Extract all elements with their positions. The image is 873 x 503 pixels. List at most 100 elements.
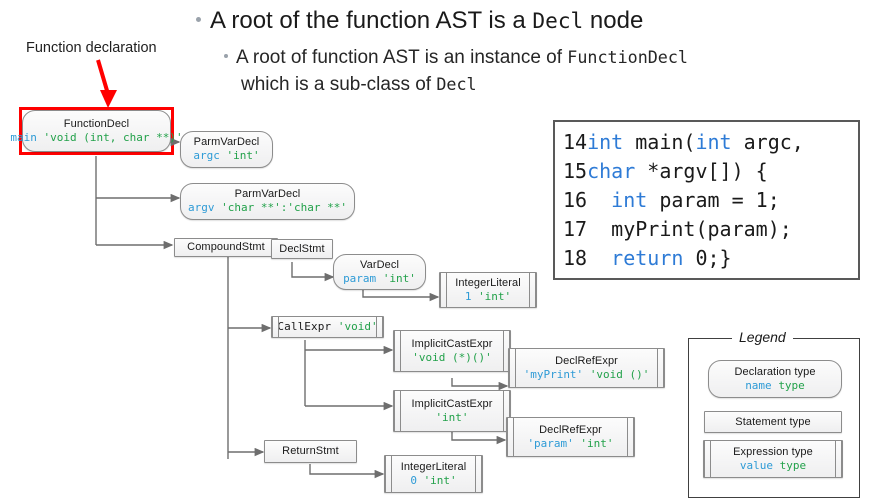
ast-node-parmvardecl-argc[interactable]: ParmVarDecl argc 'int' [180, 131, 273, 168]
line-number: 17 [563, 217, 588, 241]
bullet-primary-post: node [583, 7, 644, 34]
bullet-secondary-line2-mono: Decl [436, 74, 477, 94]
line-number: 18 [563, 246, 588, 270]
line-number: 15 [563, 159, 588, 183]
ast-node-declrefexpr-myprint[interactable]: DeclRefExpr 'myPrint' 'void ()' [508, 348, 665, 388]
node-detail: CallExpr 'void' [277, 320, 377, 334]
bullet-dot-icon [224, 54, 228, 59]
node-name: param [343, 271, 377, 285]
code-text: main( [623, 130, 696, 154]
code-line: 17 myPrint(param); [563, 215, 858, 244]
ast-node-implicitcastexpr-int[interactable]: ImplicitCastExpr 'int' [393, 390, 511, 432]
node-detail: 'myPrint' 'void ()' [524, 368, 650, 382]
node-name: argv [188, 201, 215, 214]
red-arrow-icon [96, 59, 117, 108]
node-type: 'int' [478, 289, 512, 303]
node-title: DeclRefExpr [555, 354, 618, 367]
node-title: CompoundStmt [187, 241, 265, 253]
bullet-secondary-line2-pre: which is a sub-class of [241, 74, 437, 95]
code-line: 18 return 0;} [563, 244, 858, 273]
code-line: 14int main(int argc, [563, 128, 858, 157]
node-title: DeclRefExpr [539, 423, 602, 436]
bullet-primary-pre: A root of the function AST is a [210, 7, 533, 34]
node-title: ImplicitCastExpr [411, 397, 493, 410]
node-detail: param 'int' [343, 272, 416, 286]
node-name: 'param' [527, 436, 574, 450]
node-name: main [10, 130, 37, 144]
code-text: myPrint(param); [587, 217, 792, 241]
node-detail: 'void (*)()' [412, 351, 491, 365]
legend-type-sample: type [778, 378, 805, 392]
node-type: 'int' [382, 271, 416, 285]
node-type: 'void ()' [589, 367, 650, 381]
bullet-primary: A root of the function AST is a Decl nod… [196, 6, 856, 36]
node-name: 'myPrint' [523, 367, 584, 381]
code-keyword: return [587, 246, 684, 270]
node-detail: 0 'int' [410, 474, 456, 488]
ast-node-functiondecl[interactable]: FunctionDecl main 'void (int, char **)' [10, 110, 183, 152]
node-name: 1 [464, 289, 472, 303]
line-number: 16 [563, 188, 588, 212]
node-detail: main 'void (int, char **)' [10, 131, 182, 145]
node-detail: 'param' 'int' [527, 437, 613, 451]
code-line: 15char *argv[]) { [563, 157, 858, 186]
code-keyword: int [587, 130, 624, 154]
ast-node-declrefexpr-param[interactable]: DeclRefExpr 'param' 'int' [506, 417, 635, 457]
bullet-dot-icon [196, 17, 201, 23]
ast-node-vardecl-param[interactable]: VarDecl param 'int' [333, 254, 426, 290]
ast-node-integerliteral-1[interactable]: IntegerLiteral 1 'int' [439, 272, 537, 308]
legend-item-detail: name type [745, 379, 805, 393]
node-type: 'void' [337, 320, 378, 333]
node-title: ReturnStmt [282, 445, 339, 457]
node-title: FunctionDecl [63, 117, 130, 130]
legend-item-label: Declaration type [734, 365, 816, 378]
ast-node-compoundstmt[interactable]: CompoundStmt [174, 238, 278, 257]
node-title: ParmVarDecl [193, 136, 260, 148]
line-number: 14 [563, 130, 588, 154]
node-type: 'void (*)()' [412, 350, 492, 364]
node-type: 'int' [226, 149, 260, 162]
node-detail: argv 'char **':'char **' [188, 201, 347, 215]
node-title: IntegerLiteral [455, 276, 521, 289]
callout-label: Function declaration [26, 40, 157, 56]
node-type: 'char **':'char **' [221, 201, 347, 214]
ast-node-implicitcastexpr-fn[interactable]: ImplicitCastExpr 'void (*)()' [393, 330, 511, 372]
code-text: argc, [731, 130, 804, 154]
bullet-secondary-line2: which is a sub-class of Decl [241, 71, 864, 98]
code-text: 0;} [683, 246, 732, 270]
ast-node-parmvardecl-argv[interactable]: ParmVarDecl argv 'char **':'char **' [180, 183, 355, 220]
bullet-secondary: A root of function AST is an instance of… [224, 44, 864, 98]
bullet-secondary-line1-pre: A root of function AST is an instance of [236, 47, 568, 68]
node-title: ParmVarDecl [234, 188, 301, 200]
node-detail: 1 'int' [465, 290, 511, 304]
node-type: 'int' [423, 473, 457, 487]
legend-type-sample: type [779, 458, 807, 472]
code-keyword: char [587, 159, 636, 183]
bullet-secondary-line1-mono: FunctionDecl [567, 47, 688, 67]
node-title: DeclStmt [279, 242, 325, 255]
functiondecl-highlight-box [19, 107, 174, 155]
node-type: 'void (int, char **)' [43, 130, 183, 144]
ast-node-callexpr[interactable]: CallExpr 'void' [271, 316, 384, 338]
code-keyword: int [695, 130, 732, 154]
source-code-panel: 14int main(int argc, 15char *argv[]) { 1… [553, 120, 860, 280]
code-line: 16 int param = 1; [563, 186, 858, 215]
code-text: param = 1; [647, 188, 780, 212]
code-keyword: int [587, 188, 648, 212]
ast-node-declstmt[interactable]: DeclStmt [271, 239, 333, 259]
node-title: IntegerLiteral [400, 460, 467, 473]
legend-name-sample: name [745, 378, 772, 392]
node-type: 'int' [435, 410, 469, 424]
ast-node-returnstmt[interactable]: ReturnStmt [264, 440, 357, 463]
legend-item-declaration-type: Declaration type name type [708, 360, 842, 398]
legend-value-sample: value [739, 458, 773, 472]
legend-title: Legend [732, 329, 793, 345]
node-title: ImplicitCastExpr [411, 337, 493, 350]
node-detail: argc 'int' [193, 149, 259, 163]
legend-item-expression-type: Expression type value type [703, 440, 843, 478]
node-type: 'int' [580, 436, 614, 450]
ast-node-integerliteral-0[interactable]: IntegerLiteral 0 'int' [384, 455, 483, 493]
node-name: argc [193, 149, 220, 162]
legend-item-label: Statement type [735, 415, 811, 428]
